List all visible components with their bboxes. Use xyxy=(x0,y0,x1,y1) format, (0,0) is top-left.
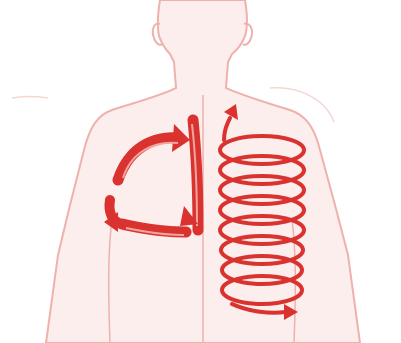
stray-mark-left xyxy=(12,97,48,99)
body-silhouette xyxy=(46,0,360,343)
center-stroke-group xyxy=(192,120,198,230)
